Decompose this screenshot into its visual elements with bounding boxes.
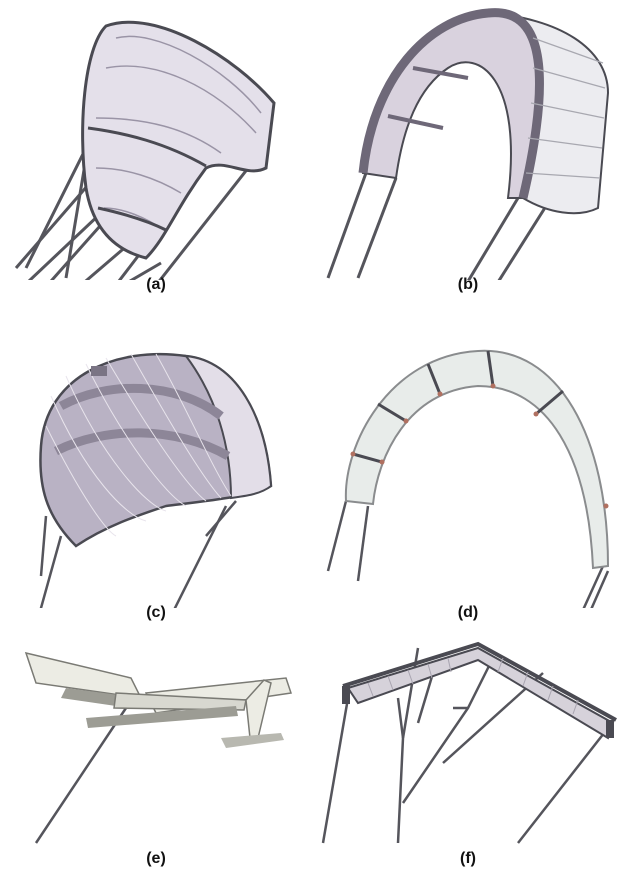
panel-f: (f)	[318, 588, 618, 876]
arc-kite-illustration	[318, 8, 618, 280]
tethered-aircraft-illustration	[6, 588, 306, 846]
tether-line	[36, 708, 126, 843]
ram-air-kite-illustration	[6, 336, 306, 608]
segmented-arc-wing-illustration	[318, 336, 618, 608]
kite-canopy	[83, 22, 274, 258]
panel-label: (e)	[6, 850, 306, 868]
soft-kite-illustration	[6, 8, 306, 280]
panel-label: (b)	[318, 276, 618, 294]
delta-wing-illustration	[318, 588, 618, 846]
wingtip-right	[606, 720, 614, 738]
vent-marker	[91, 366, 107, 376]
panel-b: (b)	[318, 8, 618, 300]
panel-label: (f)	[318, 850, 618, 868]
panel-d: (d)	[318, 336, 618, 628]
panel-c: (c)	[6, 336, 306, 628]
panel-e: (e)	[6, 588, 306, 876]
panel-label: (a)	[6, 276, 306, 294]
arc-wing	[346, 351, 608, 568]
panel-a: (a)	[6, 8, 306, 300]
kite-inner-surface	[363, 13, 539, 198]
wing-underside	[348, 648, 613, 738]
wingtip-left	[342, 686, 350, 704]
